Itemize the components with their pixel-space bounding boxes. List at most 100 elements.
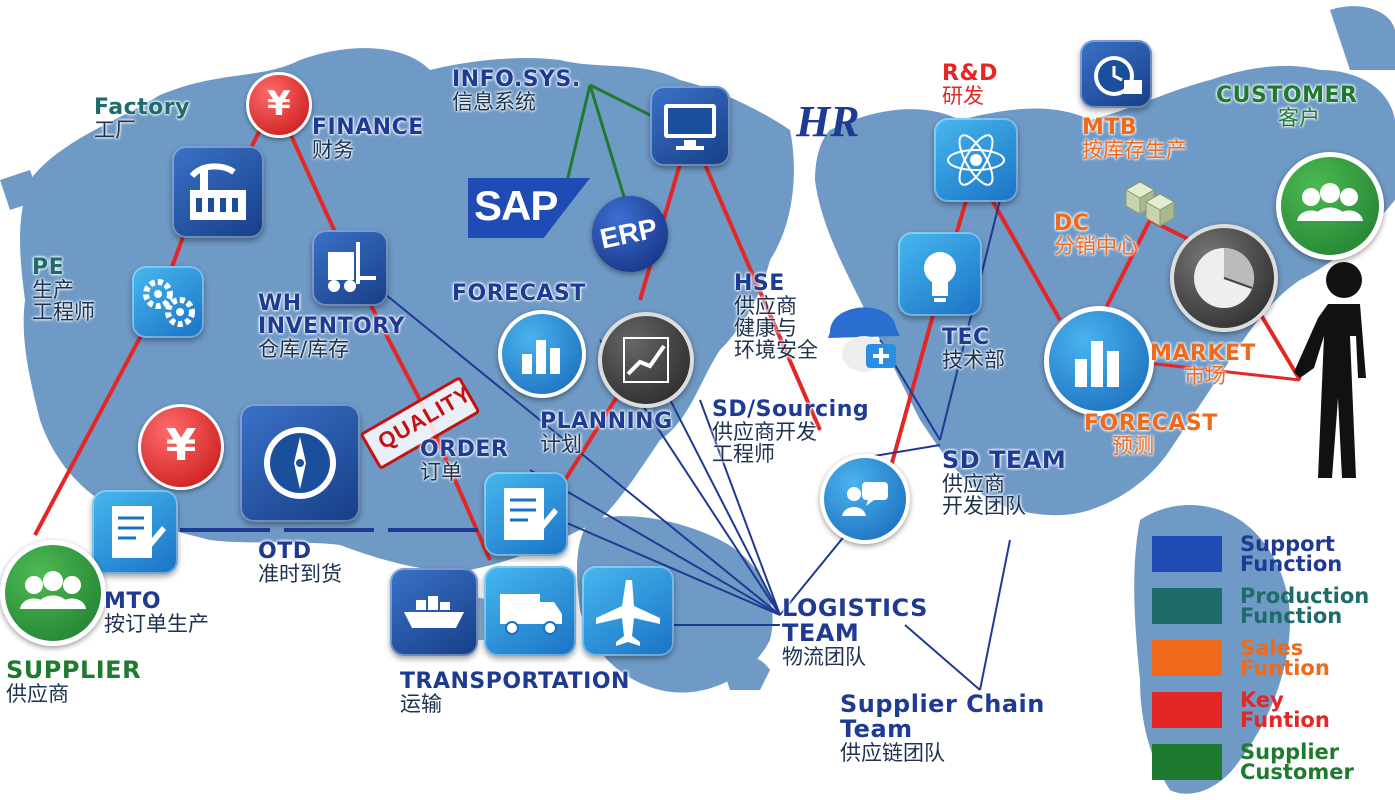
rd-label-zh: 研发 xyxy=(942,84,984,109)
transportation-label: TRANSPORTATION 运输 xyxy=(400,670,630,715)
logistics-team-label: LOGISTICS TEAM 物流团队 xyxy=(782,594,928,670)
legend-label-support: Support xyxy=(1240,532,1335,556)
market-label-zh: 市场 xyxy=(1184,364,1226,389)
info-sys-label-zh: 信息系统 xyxy=(452,90,536,115)
mtb-label-zh: 按库存生产 xyxy=(1082,138,1187,163)
legend-label-support-2: Function xyxy=(1240,552,1343,576)
otd-label-zh: 准时到货 xyxy=(258,562,342,587)
dc-label: DC 分销中心 xyxy=(1054,212,1138,257)
legend-label-production: Production xyxy=(1240,584,1370,608)
factory-label-zh: 工厂 xyxy=(94,118,136,143)
factory-label-en: Factory xyxy=(94,95,190,120)
person-silhouette-icon xyxy=(1294,258,1386,480)
sd-team-label-zh2: 开发团队 xyxy=(942,494,1026,519)
factory-label: Factory 工厂 xyxy=(94,96,190,141)
rd-label-en: R&D xyxy=(942,61,998,86)
light-bulb-icon xyxy=(898,232,982,316)
planning-trend-chart-icon xyxy=(598,312,694,408)
truck-icon xyxy=(484,566,576,656)
sd-sourcing-label-zh2: 工程师 xyxy=(712,442,775,467)
hse-label-en: HSE xyxy=(734,271,785,296)
otd-label: OTD 准时到货 xyxy=(258,540,342,585)
mto-yen-icon: ¥ xyxy=(138,404,224,490)
legend-label-key-2: Funtion xyxy=(1240,708,1330,732)
hr-logo-text: HR xyxy=(796,97,860,146)
erp-logo-text: ERP xyxy=(597,212,661,255)
forecast-left-label-en: FORECAST xyxy=(452,281,586,306)
logistics-label-en: LOGISTICS xyxy=(782,594,928,622)
supplier-label: SUPPLIER 供应商 xyxy=(6,657,141,707)
finance-label-en: FINANCE xyxy=(312,115,424,140)
legend-swatch-supplier-customer xyxy=(1152,744,1222,780)
supply-chain-label-en2: Team xyxy=(840,715,913,744)
safety-helmet-icon xyxy=(826,288,902,378)
sd-team-label: SD TEAM 供应商 开发团队 xyxy=(942,446,1067,519)
legend-label-sales: Sales xyxy=(1240,636,1304,660)
legend-swatch-key xyxy=(1152,692,1222,728)
sap-logo-text: SAP xyxy=(474,182,558,229)
supply-chain-label-en: Supplier Chain xyxy=(840,690,1045,718)
mto-order-icon xyxy=(92,490,178,574)
legend-label-key: Key xyxy=(1240,688,1284,712)
logistics-label-en2: TEAM xyxy=(782,619,860,648)
sd-team-label-en: SD TEAM xyxy=(942,446,1067,474)
transportation-label-zh: 运输 xyxy=(400,692,442,717)
wh-label-zh: 仓库/库存 xyxy=(258,337,350,362)
monitor-icon xyxy=(650,86,730,166)
cubes-icon xyxy=(1116,168,1182,234)
order-label: ORDER 订单 xyxy=(420,438,508,483)
forecast-right-label: FORECAST 预测 xyxy=(1084,412,1218,457)
tec-label-en: TEC xyxy=(942,325,990,350)
factory-icon xyxy=(172,146,264,238)
transportation-label-en: TRANSPORTATION xyxy=(400,669,630,694)
info-sys-label: INFO.SYS. 信息系统 xyxy=(452,68,581,113)
hse-label-zh: 供应商 xyxy=(734,294,797,319)
mto-label-en: MTO xyxy=(104,589,162,614)
legend-swatch-sales xyxy=(1152,640,1222,676)
mto-label: MTO 按订单生产 xyxy=(104,590,209,635)
wh-label-en: WH xyxy=(258,291,302,316)
legend-label-sales-2: Funtion xyxy=(1240,656,1330,680)
supply-chain-label-zh: 供应链团队 xyxy=(840,741,945,766)
order-form-icon xyxy=(484,472,568,556)
order-label-en: ORDER xyxy=(420,437,509,462)
supplier-label-zh: 供应商 xyxy=(6,682,69,707)
order-label-zh: 订单 xyxy=(420,460,462,485)
market-bar-chart-icon xyxy=(1044,306,1154,416)
legend-label-supplier-customer: Supplier xyxy=(1240,740,1340,764)
finance-yen-icon: ¥ xyxy=(246,72,312,138)
logistics-label-zh: 物流团队 xyxy=(782,645,866,670)
plane-icon xyxy=(582,566,674,656)
finance-label: FINANCE 财务 xyxy=(312,116,424,161)
hse-label-zh2: 健康与 xyxy=(734,316,797,341)
mto-label-zh: 按订单生产 xyxy=(104,612,209,637)
customer-people-icon xyxy=(1276,152,1384,260)
pe-label-zh2: 工程师 xyxy=(32,300,95,325)
dc-label-zh: 分销中心 xyxy=(1054,234,1138,259)
clock-icon xyxy=(1080,40,1152,108)
forecast-right-label-zh: 预测 xyxy=(1112,434,1154,459)
supplier-people-icon xyxy=(0,540,106,646)
legend-swatch-support xyxy=(1152,536,1222,572)
forecast-right-label-en: FORECAST xyxy=(1084,411,1218,436)
wh-label-en2: INVENTORY xyxy=(258,314,405,340)
finance-label-zh: 财务 xyxy=(312,138,354,163)
market-label-en: MARKET xyxy=(1150,341,1256,366)
gears-icon xyxy=(132,266,204,338)
rd-label: R&D 研发 xyxy=(942,62,998,107)
planning-label: PLANNING 计划 xyxy=(540,410,673,455)
planning-label-en: PLANNING xyxy=(540,409,673,434)
market-label: MARKET 市场 xyxy=(1150,342,1256,387)
forecast-bar-chart-icon xyxy=(498,310,586,398)
pe-label-en: PE xyxy=(32,255,65,280)
otd-label-en: OTD xyxy=(258,539,312,564)
pe-label: PE 生产 工程师 xyxy=(32,256,95,323)
sd-sourcing-label-zh: 供应商开发 xyxy=(712,420,817,445)
hse-label-zh3: 环境安全 xyxy=(734,338,818,363)
info-sys-label-en: INFO.SYS. xyxy=(452,67,581,92)
tec-label: TEC 技术部 xyxy=(942,326,1005,371)
legend-label-production-2: Function xyxy=(1240,604,1343,628)
hr-logo: HR xyxy=(796,96,872,146)
